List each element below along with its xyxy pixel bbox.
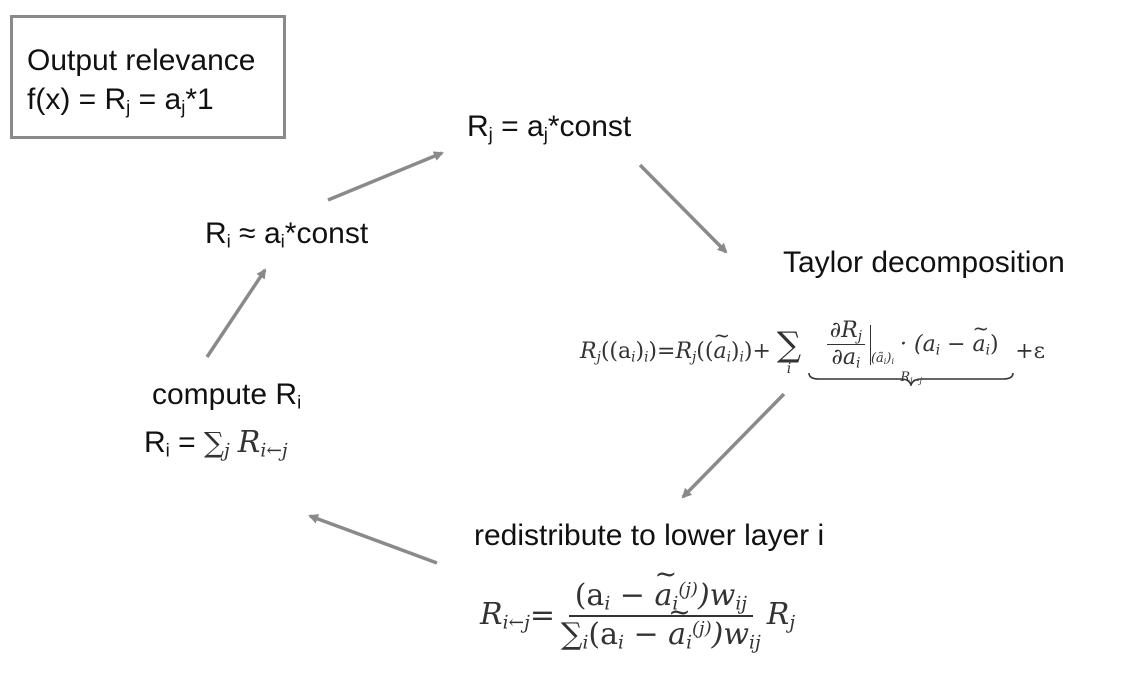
arrow-rj-to-taylor: [638, 163, 728, 254]
arrow-redistribute-to-compute: [308, 514, 438, 565]
arrow-ri-to-rj: [327, 151, 444, 202]
underbrace-group: ∂Rj∂ai (ãi)i · (ai − ai) Ri←j: [807, 317, 1015, 386]
taylor-decomposition-title: Taylor decomposition: [783, 246, 1065, 279]
taylor-decomposition-equation: Rj((ai)i) = Rj((ai)i) + ∑i ∂Rj∂ai (ãi)i …: [580, 317, 1045, 386]
sum-operator: ∑i: [776, 324, 802, 377]
arrow-compute-to-ri: [205, 268, 267, 358]
arrow-taylor-to-redistribute: [681, 392, 786, 499]
output-relevance-title: Output relevance: [27, 44, 256, 77]
output-relevance-formula: f(x) = Rj = aj*1: [27, 83, 214, 118]
redistribute-title: redistribute to lower layer i: [474, 519, 825, 552]
compute-ri-title: compute Ri: [152, 378, 302, 413]
redistribute-equation: Ri←j = (ai − ai(j))wij ∑i(ai − ai(j))wij…: [480, 559, 795, 654]
output-relevance-box: [10, 15, 286, 139]
redistribute-fraction: (ai − ai(j))wij ∑i(ai − ai(j))wij: [558, 559, 764, 654]
rj-const-label: Rj = aj*const: [467, 110, 632, 145]
underbrace-label: Ri←j: [900, 370, 922, 385]
underbrace: [808, 372, 1014, 386]
ri-approx-const-label: Ri ≈ ai*const: [205, 217, 369, 252]
